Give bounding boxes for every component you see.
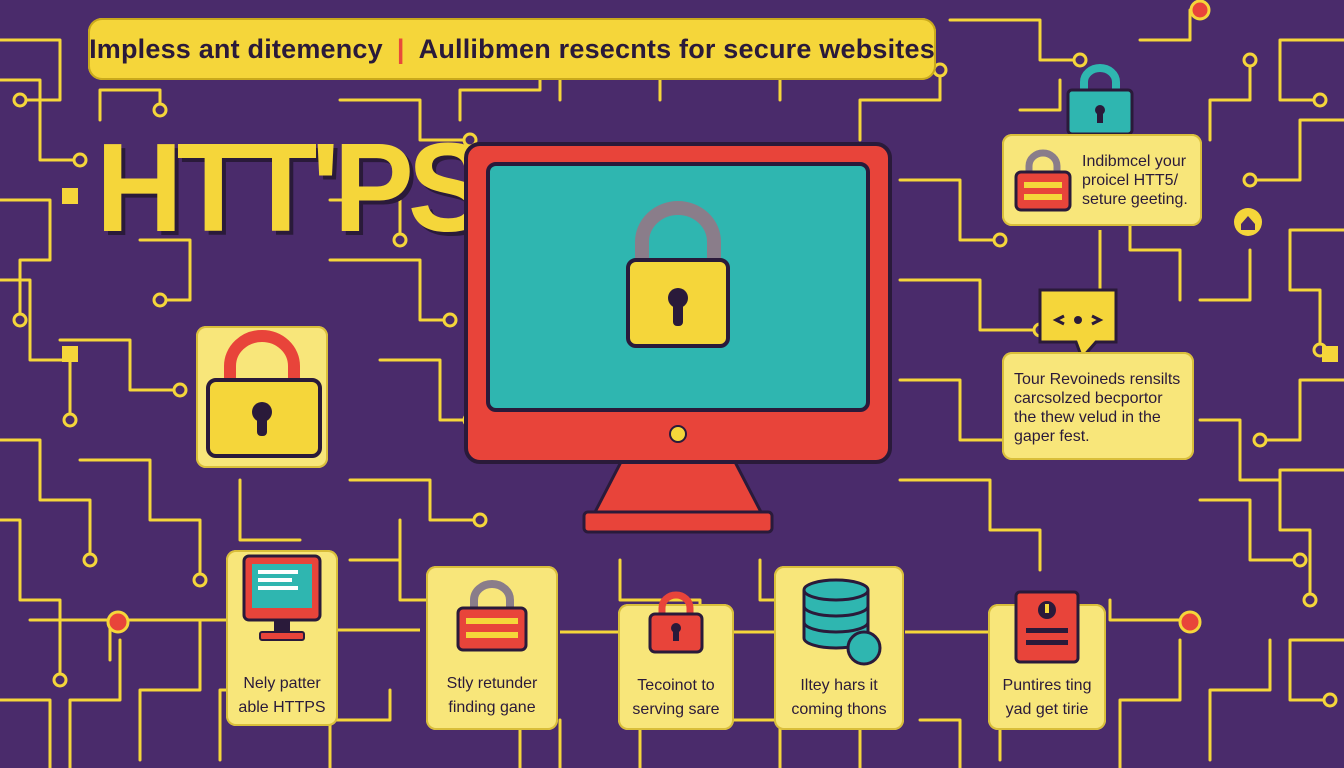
lock-icon [1014, 149, 1072, 212]
circuit-square-pads [62, 188, 1338, 362]
bottom-card-line: yad get tirie [1005, 701, 1089, 718]
monitor-stand [582, 458, 774, 534]
bottom-card-text: Iltey hars it coming thons [774, 674, 904, 722]
monitor-illustration [464, 142, 892, 534]
bottom-card: Tecoinot to serving sare [618, 591, 734, 730]
lock-icon [626, 201, 730, 348]
lock-icon [206, 330, 322, 458]
bottom-card: Nely patter able HTTPS [226, 550, 338, 726]
callout-top-line: proicel HTT5/ [1082, 172, 1179, 189]
callout-middle-line: gaper fest. [1014, 428, 1090, 445]
bottom-card-text: Puntires ting yad get tirie [988, 674, 1106, 722]
callout-middle-line: the thew velud in the [1014, 409, 1161, 426]
code-bubble-icon [1038, 288, 1118, 361]
bottom-card-line: able HTTPS [238, 699, 326, 716]
page-title: HTT'PS [96, 117, 488, 259]
bottom-card-line: Iltey hars it [800, 677, 878, 694]
bottom-card-line: Puntires ting [1002, 677, 1092, 694]
left-lock-card [196, 326, 328, 468]
callout-top-line: seture geeting. [1082, 191, 1188, 208]
banner-text-right: Aullibmen resecnts for secure websites [418, 33, 935, 64]
banner-text-left: Impless ant ditemency [89, 33, 383, 64]
callout-card-middle: Tour Revoineds rensilts carcsolzed becpo… [1002, 352, 1194, 460]
bottom-card-text: Nely patter able HTTPS [226, 672, 338, 720]
monitor-icon [242, 554, 322, 641]
document-icon [1014, 590, 1080, 664]
bottom-card-line: finding gane [448, 699, 536, 716]
bottom-card-line: Nely patter [243, 675, 321, 692]
callout-card-top: Indibmcel your proicel HTT5/ seture geet… [1002, 134, 1202, 226]
callout-middle-line: Tour Revoineds rensilts [1014, 371, 1181, 388]
callout-middle-text: Tour Revoineds rensilts carcsolzed becpo… [1014, 370, 1190, 446]
bottom-card-line: serving sare [632, 701, 720, 718]
red-node-dots [106, 0, 1211, 634]
header-banner: Impless ant ditemency | Aullibmen resecn… [88, 18, 936, 80]
callout-top-text: Indibmcel your proicel HTT5/ seture geet… [1082, 152, 1200, 209]
lock-icon [1066, 64, 1134, 136]
lock-icon [456, 580, 528, 652]
callout-top-line: Indibmcel your [1082, 153, 1187, 170]
bottom-card-line: Stly retunder [446, 675, 538, 692]
bottom-card-text: Tecoinot to serving sare [618, 674, 734, 722]
banner-separator: | [396, 33, 405, 64]
bottom-card: Puntires ting yad get tirie [988, 590, 1106, 730]
lock-icon [648, 591, 704, 654]
bottom-card: Iltey hars it coming thons [774, 566, 904, 730]
power-led [669, 425, 687, 443]
bottom-card-text: Stly retunder finding gane [426, 672, 558, 720]
bottom-card-line: coming thons [791, 701, 887, 718]
bottom-card-line: Tecoinot to [637, 677, 715, 694]
bottom-card: Stly retunder finding gane [426, 566, 558, 730]
callout-middle-line: carcsolzed becportor [1014, 390, 1163, 407]
database-icon [802, 578, 882, 666]
home-icon [1234, 208, 1262, 236]
